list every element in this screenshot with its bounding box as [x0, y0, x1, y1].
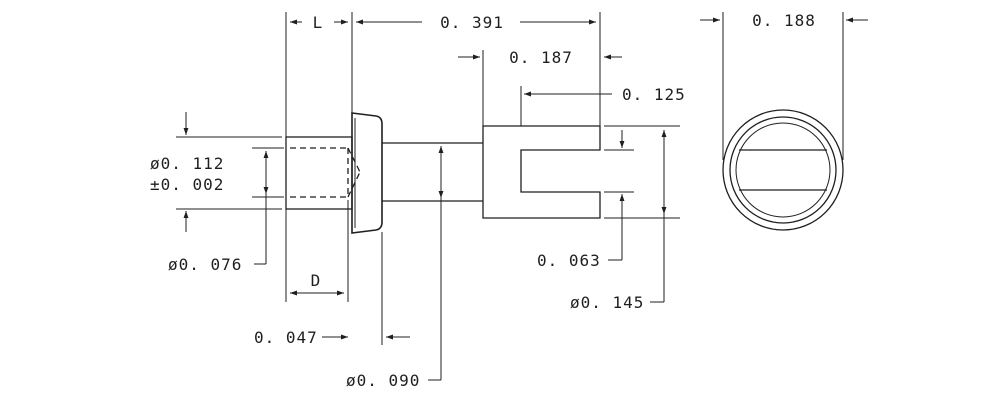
flange — [351, 112, 383, 234]
dimensions — [176, 12, 868, 381]
label-D: D — [311, 271, 322, 290]
label-0047: 0. 047 — [254, 328, 318, 347]
label-0063: 0. 063 — [537, 251, 601, 270]
label-dia-0145: ø0. 145 — [570, 293, 644, 312]
dimension-labels: L 0. 391 0. 187 0. 125 0. 188 ø0. 112 ±0… — [150, 11, 816, 390]
label-dia-0112: ø0. 112 — [150, 154, 224, 173]
label-0391: 0. 391 — [440, 13, 504, 32]
label-L: L — [313, 13, 324, 32]
shank — [382, 142, 483, 202]
label-0187: 0. 187 — [509, 48, 573, 67]
side-view — [285, 112, 601, 234]
label-tol-0002: ±0. 002 — [150, 175, 224, 194]
label-dia-0076: ø0. 076 — [168, 255, 242, 274]
label-0125: 0. 125 — [622, 85, 686, 104]
hidden-bore — [290, 147, 361, 198]
slotted-head — [482, 125, 601, 219]
label-0188: 0. 188 — [752, 11, 816, 30]
end-view — [722, 109, 844, 231]
label-dia-0090: ø0. 090 — [346, 371, 420, 390]
